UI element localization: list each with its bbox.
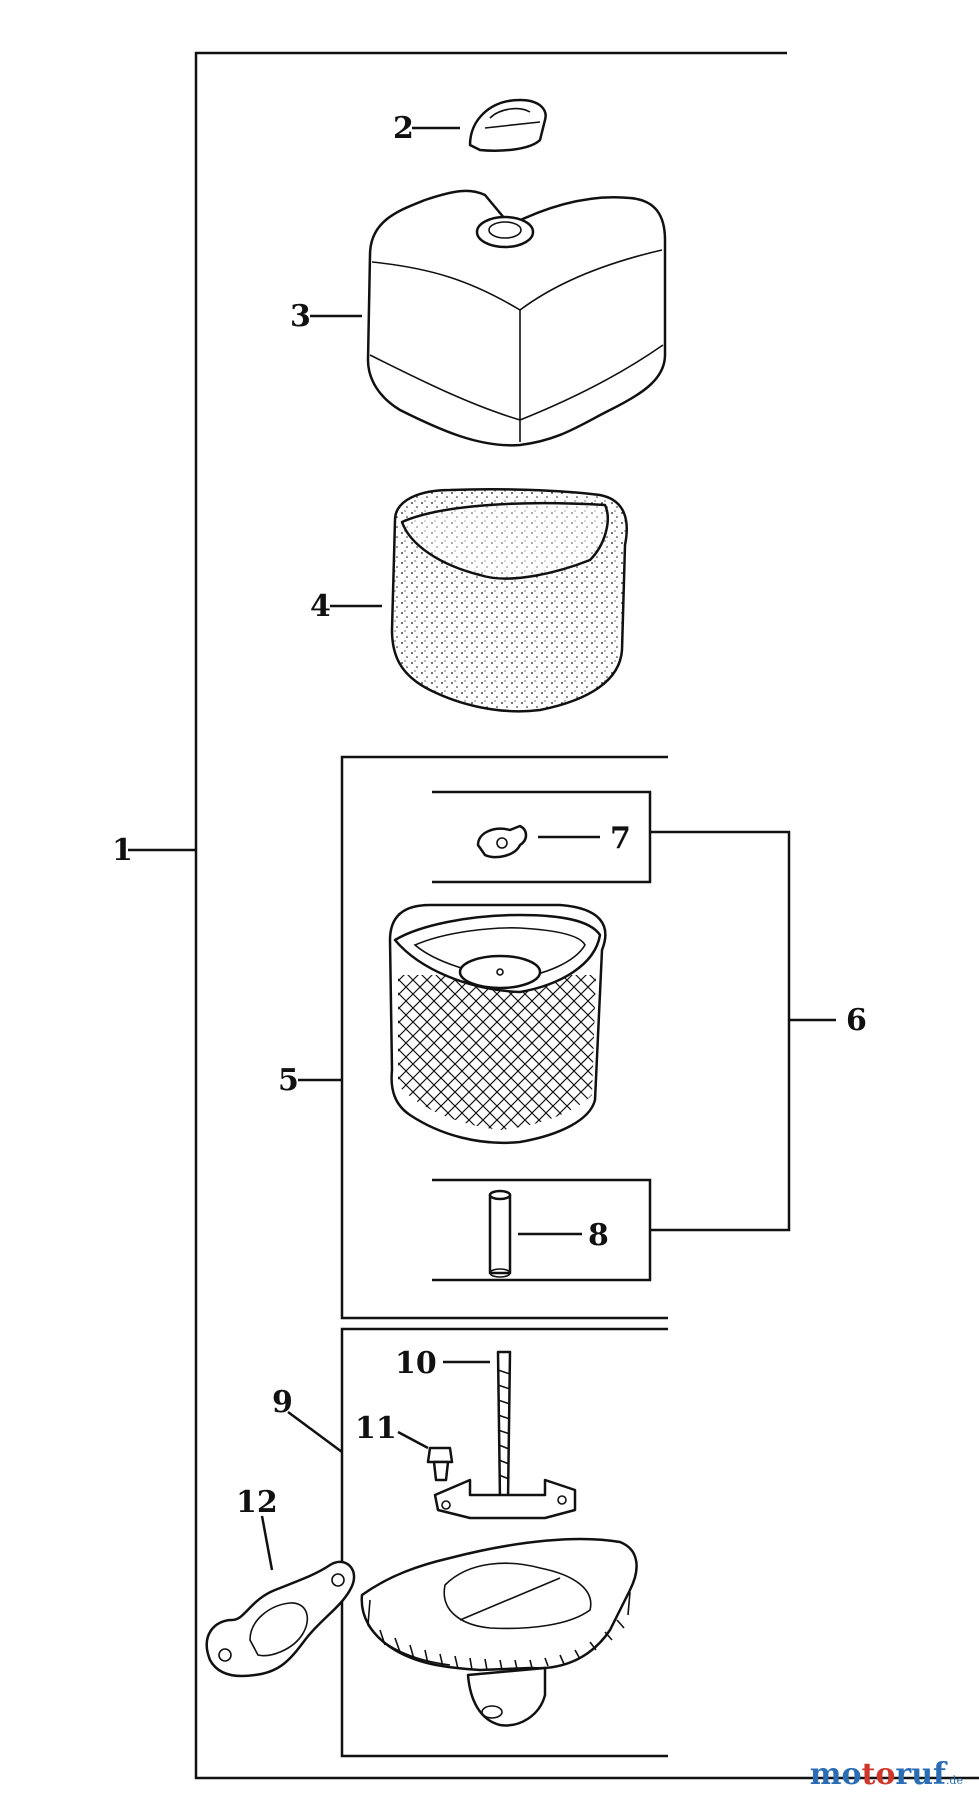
callout-5: 5: [278, 1063, 299, 1098]
callout-7: 7: [610, 821, 631, 856]
callout-12: 12: [236, 1485, 278, 1520]
callout-11: 11: [355, 1411, 397, 1446]
watermark-logo: motoruf.de: [810, 1757, 963, 1792]
part-2-knob: [412, 98, 547, 152]
part-7-box: [432, 790, 652, 884]
callout-6: 6: [846, 1003, 867, 1038]
part-3-cover: [310, 189, 667, 447]
callout-9: 9: [272, 1385, 293, 1420]
watermark-domain: .de: [945, 1774, 963, 1787]
part-6-paper-filter: [388, 903, 607, 1144]
assembly-bracket-6: [650, 830, 836, 1232]
callout-4: 4: [310, 589, 331, 624]
watermark-part-a: mo: [809, 1757, 862, 1792]
part-8-box: [432, 1178, 652, 1282]
part-11-bolt: [397, 1430, 454, 1482]
callout-3: 3: [290, 299, 311, 334]
part-4-foam-prefilter: [330, 487, 628, 713]
callout-1: 1: [112, 833, 133, 868]
callout-10: 10: [395, 1346, 437, 1381]
callout-8: 8: [588, 1218, 609, 1253]
assembly-bracket-1: [128, 51, 979, 1780]
part-10-stud-bracket: [433, 1350, 577, 1520]
assembly-bracket-5: [298, 755, 668, 1320]
assembly-bracket-9: [287, 1327, 668, 1758]
watermark-part-b: to: [861, 1757, 896, 1792]
part-12-gasket: [205, 1515, 356, 1678]
watermark-part-c: ruf: [895, 1757, 946, 1792]
part-9-base-plate: [360, 1537, 638, 1727]
callout-2: 2: [393, 111, 414, 146]
